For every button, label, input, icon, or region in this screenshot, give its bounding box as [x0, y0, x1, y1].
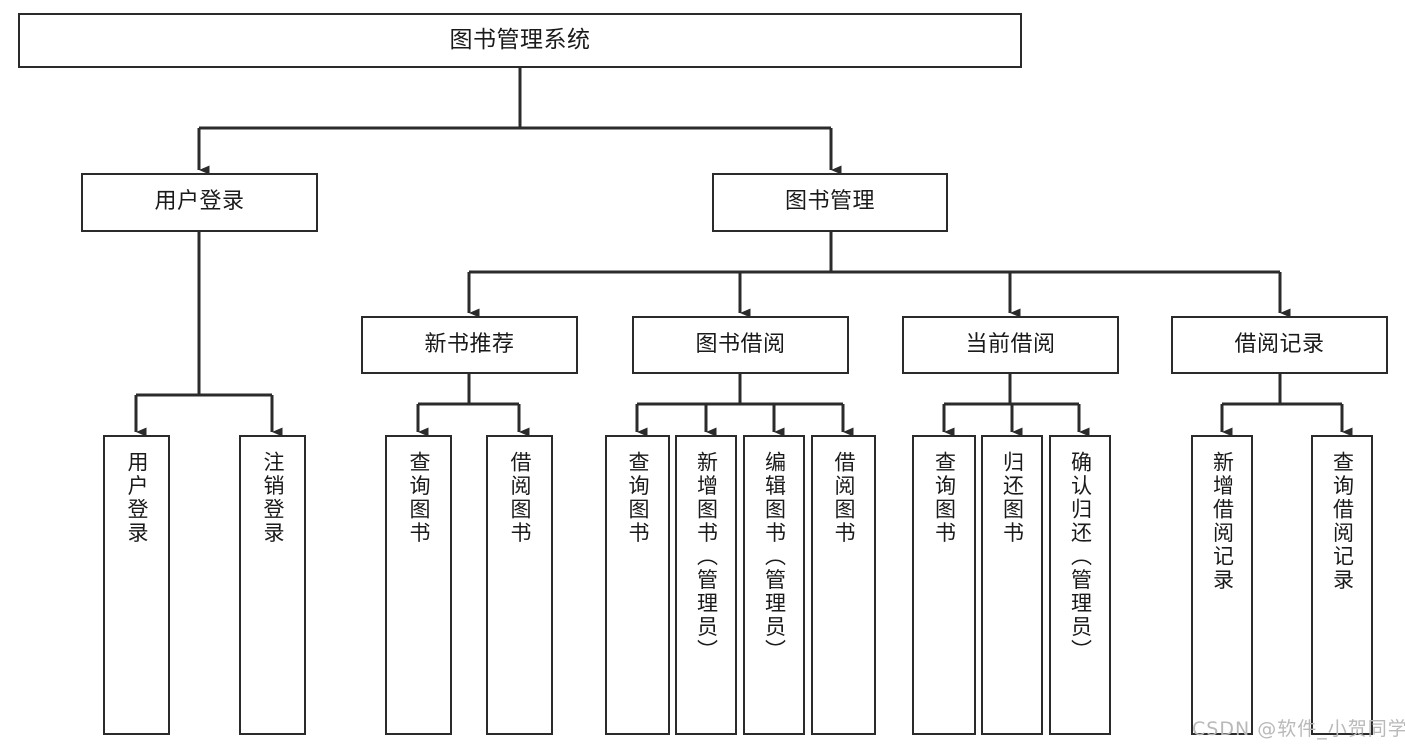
- node-leaf-query-book-2-label: 查询图书: [626, 451, 650, 545]
- node-user-login-label: 用户登录: [154, 189, 245, 215]
- node-book-manage[interactable]: 图书管理: [712, 173, 948, 232]
- node-leaf-query-book-3[interactable]: 查询图书: [912, 435, 976, 735]
- node-leaf-borrow-book-1-label: 借阅图书: [508, 451, 532, 545]
- node-book-borrow-label: 图书借阅: [695, 331, 786, 357]
- node-leaf-add-book-label: 新增图书（管理员）: [694, 451, 719, 663]
- node-current-borrow[interactable]: 当前借阅: [902, 316, 1119, 374]
- node-book-borrow[interactable]: 图书借阅: [632, 316, 849, 374]
- node-borrow-record[interactable]: 借阅记录: [1171, 316, 1388, 374]
- node-leaf-borrow-book-1[interactable]: 借阅图书: [486, 435, 553, 735]
- node-leaf-confirm-return-label: 确认归还（管理员）: [1068, 451, 1093, 663]
- node-new-book-recommend[interactable]: 新书推荐: [361, 316, 578, 374]
- node-root-label: 图书管理系统: [449, 26, 591, 53]
- node-leaf-user-login-label: 用户登录: [125, 451, 149, 545]
- node-leaf-add-record[interactable]: 新增借阅记录: [1191, 435, 1253, 735]
- node-leaf-query-book-3-label: 查询图书: [932, 451, 957, 545]
- node-current-borrow-label: 当前借阅: [965, 331, 1056, 357]
- node-leaf-query-book-1-label: 查询图书: [407, 451, 431, 545]
- node-root[interactable]: 图书管理系统: [18, 13, 1022, 68]
- node-leaf-edit-book[interactable]: 编辑图书（管理员）: [743, 435, 805, 735]
- node-leaf-query-book-1[interactable]: 查询图书: [385, 435, 452, 735]
- node-leaf-edit-book-label: 编辑图书（管理员）: [762, 451, 787, 663]
- node-book-manage-label: 图书管理: [784, 189, 875, 215]
- node-leaf-add-book[interactable]: 新增图书（管理员）: [675, 435, 737, 735]
- node-user-login[interactable]: 用户登录: [81, 173, 318, 232]
- node-leaf-borrow-book-2-label: 借阅图书: [832, 451, 856, 545]
- node-leaf-user-logout-label: 注销登录: [261, 451, 285, 545]
- node-leaf-query-book-2[interactable]: 查询图书: [605, 435, 670, 735]
- node-leaf-borrow-book-2[interactable]: 借阅图书: [811, 435, 876, 735]
- node-leaf-user-logout[interactable]: 注销登录: [239, 435, 306, 735]
- node-borrow-record-label: 借阅记录: [1234, 331, 1325, 357]
- node-leaf-confirm-return[interactable]: 确认归还（管理员）: [1049, 435, 1111, 735]
- node-new-book-recommend-label: 新书推荐: [424, 331, 515, 357]
- node-leaf-return-book-label: 归还图书: [1000, 451, 1025, 545]
- node-leaf-add-record-label: 新增借阅记录: [1210, 451, 1235, 592]
- node-leaf-user-login[interactable]: 用户登录: [103, 435, 170, 735]
- node-leaf-return-book[interactable]: 归还图书: [981, 435, 1043, 735]
- node-leaf-query-record[interactable]: 查询借阅记录: [1311, 435, 1373, 735]
- node-leaf-query-record-label: 查询借阅记录: [1330, 451, 1355, 592]
